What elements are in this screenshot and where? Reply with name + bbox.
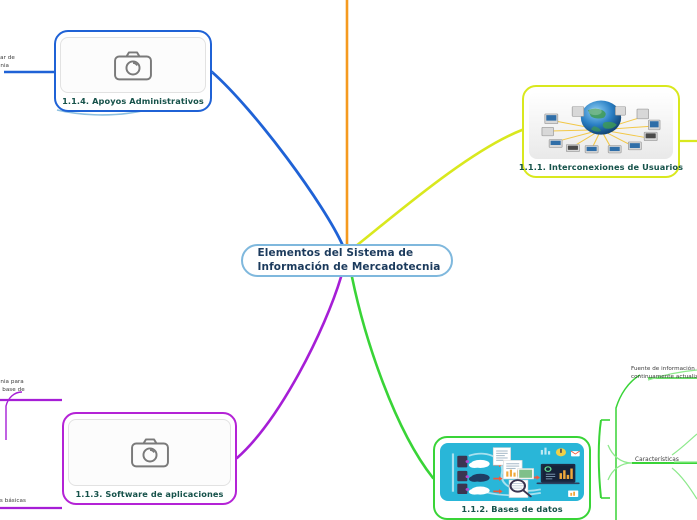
edge-label-mercadotecnia-base: ...tecnia para ... de base de: [0, 379, 25, 394]
subbranch-vertical-spine: [597, 419, 602, 499]
subbranch-fan-1: [671, 433, 697, 456]
topic-caption-bases: 1.1.2. Bases de datos: [461, 504, 563, 514]
camera-icon: [130, 438, 169, 468]
image-globe-network[interactable]: [529, 92, 673, 159]
edge-label-caracteristicas: Características: [635, 457, 679, 463]
edge-label-fuente-informacion: Fuente de información q continuamente ac…: [631, 366, 697, 381]
central-topic-node[interactable]: Elementos del Sistema de Información de …: [241, 244, 453, 277]
data-infographic-illustration: [440, 443, 584, 501]
central-title-line1: Elementos del Sistema de: [257, 247, 414, 260]
subbranch-fuente: [615, 374, 641, 520]
node-rim-software: [237, 277, 352, 462]
subbranch-fan-2: [671, 467, 697, 500]
topic-caption-apoyos: 1.1.4. Apoyos Administrativos: [62, 96, 204, 106]
central-topic-label: Elementos del Sistema de Información de …: [254, 247, 441, 274]
branch-green: [350, 275, 435, 480]
edge-label-gestionar: ...ionar de ...tecnia: [0, 55, 15, 70]
topic-caption-interconexiones: 1.1.1. Interconexiones de Usuarios: [518, 162, 684, 172]
image-placeholder-apoyos[interactable]: [60, 37, 206, 93]
branch-blue: [210, 70, 345, 248]
branch-purple: [235, 275, 343, 460]
central-title-line2: Información de Mercadotecnia: [257, 260, 441, 273]
topic-node-apoyos-administrativos[interactable]: 1.1.4. Apoyos Administrativos: [54, 30, 212, 112]
camera-icon: [114, 50, 152, 80]
topic-node-interconexiones-usuarios[interactable]: 1.1.1. Interconexiones de Usuarios: [519, 85, 683, 178]
subbranch-caract-curve-b: [607, 444, 633, 464]
globe-network-illustration: [529, 92, 673, 159]
subbranch-purple-curve: [5, 391, 23, 440]
edge-label-caracteristicas-basicas: ...ticas básicas: [0, 498, 26, 504]
subbranch-caract-curve-a: [607, 462, 633, 481]
image-placeholder-software[interactable]: [68, 419, 231, 486]
image-data-infographic[interactable]: [440, 443, 584, 501]
topic-node-bases-de-datos[interactable]: 1.1.2. Bases de datos: [433, 436, 591, 520]
branch-yellow: [354, 128, 524, 248]
topic-caption-software: 1.1.3. Software de aplicaciones: [75, 489, 224, 499]
topic-node-software-aplicaciones[interactable]: 1.1.3. Software de aplicaciones: [62, 412, 237, 505]
